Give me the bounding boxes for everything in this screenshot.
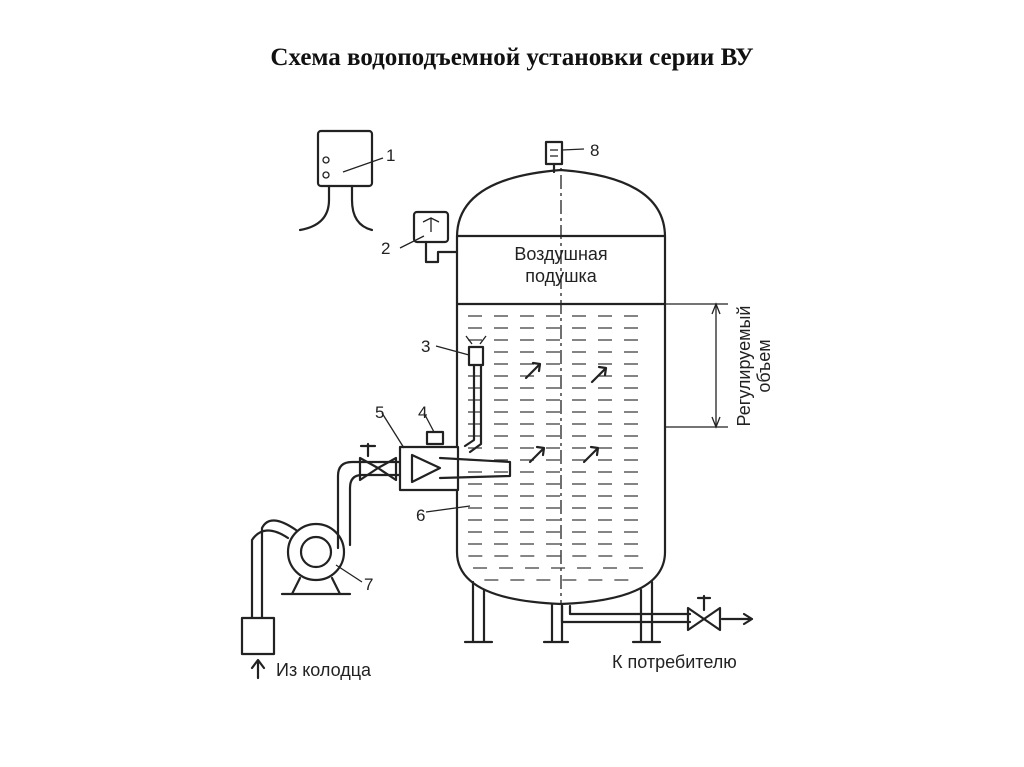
leader-6 xyxy=(425,505,471,513)
pump-7 xyxy=(240,519,363,680)
outlet-pipe xyxy=(560,594,754,632)
tank xyxy=(455,150,667,606)
label-8: 8 xyxy=(590,141,599,160)
air-cushion-line2: подушка xyxy=(525,266,598,286)
regulated-volume-line2: объем xyxy=(754,339,774,392)
air-valve-8 xyxy=(544,140,585,174)
label-3: 3 xyxy=(421,337,430,356)
diagram-title: Схема водоподъемной установки серии ВУ xyxy=(270,44,754,71)
ejector-4-5 xyxy=(336,412,512,532)
air-cushion-line1: Воздушная xyxy=(514,244,607,264)
control-box-1 xyxy=(298,129,384,232)
label-2: 2 xyxy=(381,239,390,258)
regulated-volume-dim xyxy=(665,302,728,429)
tank-legs xyxy=(463,580,662,644)
label-6: 6 xyxy=(416,506,425,525)
water xyxy=(468,315,644,581)
regulated-volume-line1: Регулируемый xyxy=(734,306,754,427)
label-5: 5 xyxy=(375,403,384,422)
float-3 xyxy=(435,335,487,454)
flow-arrows xyxy=(524,361,608,464)
pressure-switch-2 xyxy=(399,210,459,264)
from-well-label: Из колодца xyxy=(276,660,372,680)
label-4: 4 xyxy=(418,403,427,422)
label-7: 7 xyxy=(364,575,373,594)
label-1: 1 xyxy=(386,146,395,165)
to-consumer-label: К потребителю xyxy=(612,652,737,672)
